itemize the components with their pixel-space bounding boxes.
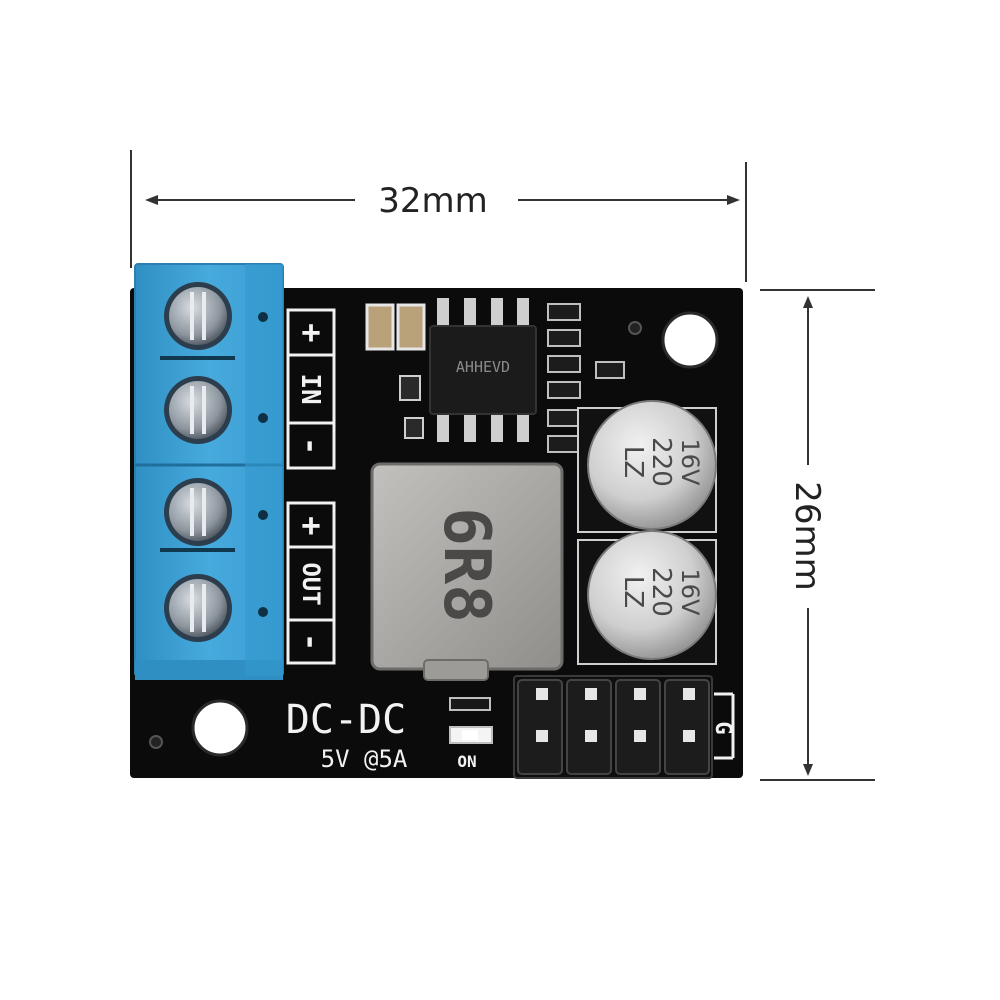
mounting-hole (661, 311, 719, 369)
ic-chip: AHHEVD (429, 298, 537, 442)
screw-terminal[interactable] (164, 376, 232, 444)
led-label: ON (457, 752, 476, 771)
input-group-label: IN (295, 373, 325, 404)
screw-terminal[interactable] (164, 574, 232, 642)
capacitor-series: LZ (618, 576, 648, 608)
smd-capacitors (365, 303, 426, 439)
board-markings: DC-DC 5V @5A ON (286, 697, 477, 773)
width-label: 32mm (378, 181, 488, 221)
board-rating: 5V @5A (321, 745, 408, 773)
power-led (449, 697, 493, 744)
capacitor-voltage: 16V (676, 439, 704, 487)
inductor-marking: 6R8 (429, 507, 503, 623)
capacitor-value: 220 (646, 567, 676, 617)
capacitor-voltage: 16V (676, 569, 704, 617)
electrolytic-capacitor: 16V 220 LZ (577, 530, 717, 665)
input-positive-label: + (301, 313, 320, 351)
pin-header[interactable]: G (513, 675, 735, 779)
terminal-labels: + IN - + OUT - (286, 308, 336, 665)
header-label: G (710, 721, 735, 734)
height-dimension: 26mm (760, 289, 875, 781)
terminal-block (134, 263, 284, 680)
output-group-label: OUT (297, 562, 325, 605)
chip-marking: AHHEVD (456, 358, 510, 376)
width-dimension: 32mm (130, 150, 747, 282)
capacitor-series: LZ (618, 446, 648, 478)
output-positive-label: + (301, 506, 320, 544)
screw-terminal[interactable] (164, 478, 232, 546)
smd-resistors (547, 303, 625, 453)
board-title: DC-DC (286, 697, 406, 743)
capacitor-value: 220 (646, 437, 676, 487)
inductor: 6R8 (370, 462, 564, 681)
output-negative-label: - (293, 633, 328, 651)
mounting-hole (191, 699, 249, 757)
height-label: 26mm (787, 481, 827, 591)
electrolytic-capacitor: 16V 220 LZ (577, 400, 717, 533)
input-negative-label: - (293, 437, 328, 455)
screw-terminal[interactable] (164, 282, 232, 350)
